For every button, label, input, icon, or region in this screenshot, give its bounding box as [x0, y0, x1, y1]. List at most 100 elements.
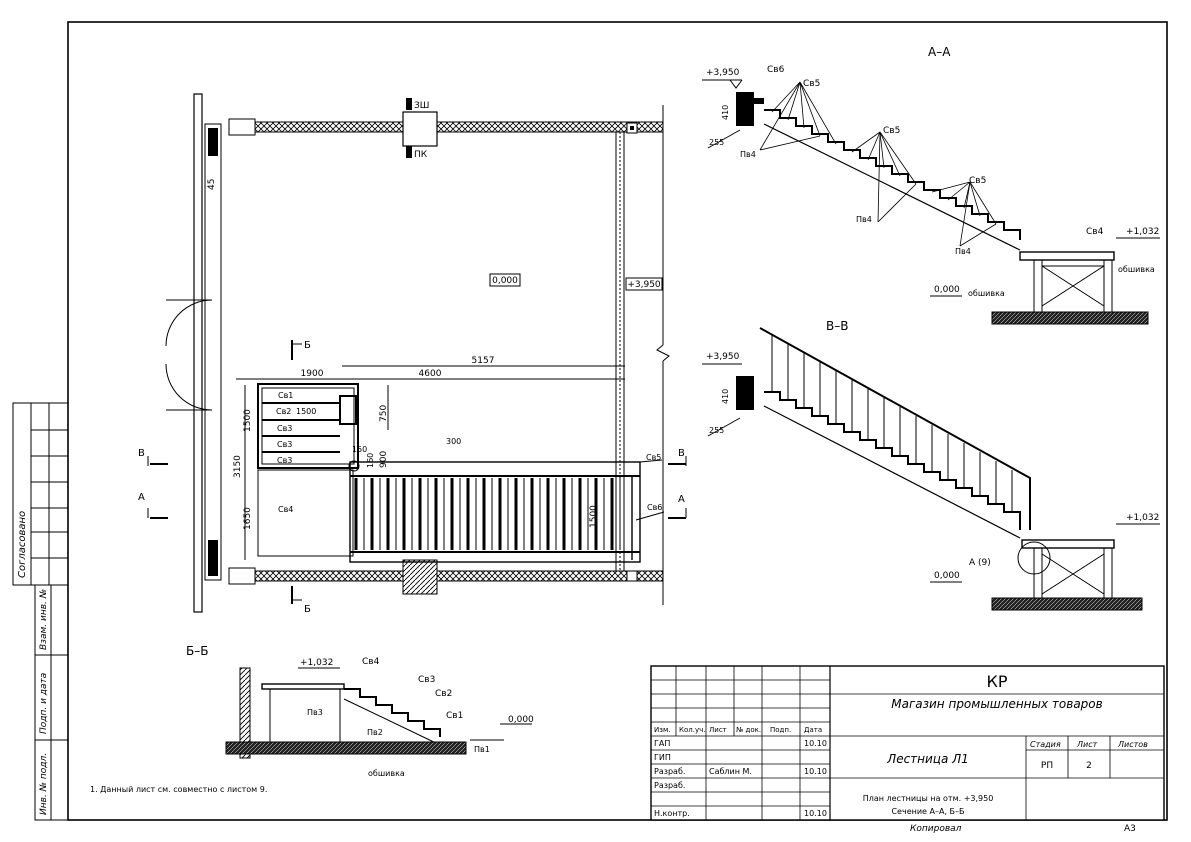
bb-se1: Св1 [446, 711, 463, 721]
row3-date: 10.10 [804, 767, 827, 776]
stamp-project: Магазин промышленных товаров [891, 697, 1102, 711]
side-col-2: Подп. и дата [39, 673, 49, 734]
side-col-3: Инв. № подл. [39, 753, 49, 815]
vv-mark-zero: 0,000 [934, 571, 960, 581]
dim-1500-c: 1500 [589, 505, 599, 528]
bb-pe1: Пв1 [474, 745, 490, 754]
vv-dim-255: 255 [709, 426, 724, 435]
stamp-sheet-title: Лестница Л1 [886, 752, 969, 766]
aa-se4: Св4 [1086, 227, 1104, 237]
dim-1900: 1900 [301, 369, 324, 379]
section-b-b: Б–Б +1,032 Св4 Св3 Св2 Св1 Пв3 Пв2 Пв1 0… [186, 644, 534, 778]
aa-cladding-b: обшивка [1118, 265, 1155, 274]
bb-pe3: Пв3 [307, 708, 323, 717]
stamp-stage-header: Стадия [1030, 740, 1061, 749]
hdr-doc: № док. [736, 726, 761, 734]
cut-a-right: А [678, 494, 685, 505]
vv-detail: А (9) [969, 558, 991, 568]
dim-160: 160 [366, 453, 375, 468]
vv-mark-top: +3,950 [706, 352, 740, 362]
tag-top-1: ЗШ [414, 101, 429, 111]
cut-v-right: В [678, 448, 685, 459]
bb-se4: Св4 [362, 657, 380, 667]
aa-se5-a: Св5 [803, 79, 820, 89]
bb-se2: Св2 [435, 689, 452, 699]
bb-mark-mid: +1,032 [300, 658, 333, 668]
row5-date: 10.10 [804, 809, 827, 818]
cut-v-left: В [138, 448, 145, 459]
stamp-code: КР [986, 672, 1007, 691]
stamp-content-1: План лестницы на отм. +3,950 [863, 794, 994, 803]
plan-se3-b: Св3 [277, 440, 292, 449]
section-a-a: А–А +3,950 Св6 410 255 Св5 Св5 Св5 Пв4 П… [702, 45, 1160, 325]
aa-pe4-b: Пв4 [856, 215, 872, 224]
hdr-kol: Кол.уч. [679, 726, 705, 734]
section-v-v-title: В–В [826, 319, 848, 333]
bb-pe2: Пв2 [367, 728, 383, 737]
dim-1500-a: 1500 [243, 409, 253, 432]
side-col-1: Взам. инв. № [39, 589, 49, 650]
title-block: Изм. Кол.уч. Лист № док. Подп. Дата ГАП … [650, 665, 1165, 821]
cut-a-left: А [138, 492, 145, 503]
aa-se5-c: Св5 [969, 176, 986, 186]
copied-label: Копировал [910, 824, 962, 834]
plan-se2: Св2 [276, 407, 291, 416]
dim-900: 900 [379, 451, 389, 468]
plan-level-top: +3,950 [627, 280, 661, 290]
section-b-b-title: Б–Б [186, 644, 208, 658]
dim-1500-b: 1500 [296, 407, 316, 416]
format-label: А3 [1124, 824, 1136, 834]
aa-pe4-a: Пв4 [740, 150, 756, 159]
dim-3150: 3150 [233, 455, 243, 478]
dim-45: 45 [207, 179, 217, 190]
plan-se3-c: Св3 [277, 456, 292, 465]
bb-cladding: обшивка [368, 769, 405, 778]
plan-se6: Св6 [647, 503, 662, 512]
plan-se5: Св5 [646, 453, 661, 462]
hdr-date: Дата [804, 726, 822, 734]
plan-level-zero: 0,000 [492, 276, 518, 286]
cut-b-bottom: Б [304, 604, 311, 615]
cut-b-top: Б [304, 340, 311, 351]
aa-se5-b: Св5 [883, 126, 900, 136]
bb-mark-zero: 0,000 [508, 715, 534, 725]
aa-dim-410: 410 [721, 105, 730, 120]
dim-5157: 5157 [472, 356, 495, 366]
row3-role: Разраб. [654, 767, 685, 776]
bb-se3: Св3 [418, 675, 435, 685]
aa-cladding-a: обшивка [968, 289, 1005, 298]
section-v-v: В–В +3,950 410 255 А (9) +1,032 0,000 [702, 319, 1160, 611]
row5-role: Н.контр. [654, 809, 690, 818]
plan-se3-a: Св3 [277, 424, 292, 433]
row4-role: Разраб. [654, 781, 685, 790]
dim-300: 300 [446, 437, 461, 446]
vv-mark-mid: +1,032 [1126, 513, 1159, 523]
row1-role: ГАП [654, 739, 670, 748]
hdr-podp: Подп. [770, 726, 791, 734]
row2-role: ГИП [654, 753, 671, 762]
dim-4600: 4600 [419, 369, 442, 379]
agreed-label: Согласовано [17, 511, 28, 578]
general-note: 1. Данный лист см. совместно с листом 9. [90, 785, 267, 794]
stamp-content-2: Сечение А–А, Б–Б [891, 807, 964, 816]
plan-se4: Св4 [278, 505, 293, 514]
hdr-list: Лист [709, 726, 727, 734]
aa-pe4-c: Пв4 [955, 247, 971, 256]
aa-mark-top: +3,950 [706, 68, 740, 78]
plan-se1: Св1 [278, 391, 293, 400]
side-stamp: Согласовано Взам. инв. № Подп. и дата Ин… [12, 402, 69, 821]
aa-dim-255: 255 [709, 138, 724, 147]
row3-name: Саблин М. [709, 767, 752, 776]
section-a-a-title: А–А [928, 45, 951, 59]
vv-dim-410: 410 [721, 389, 730, 404]
hdr-izm: Изм. [654, 726, 670, 734]
tag-top-2: ПК [414, 150, 428, 160]
stair-plan: 45 ЗШ ПК 0,000 +3,950 5157 4600 [138, 93, 687, 615]
dim-750: 750 [379, 405, 389, 422]
row1-date: 10.10 [804, 739, 827, 748]
aa-se6: Св6 [767, 65, 785, 75]
stamp-sheet-header: Лист [1076, 740, 1098, 749]
dim-150: 150 [352, 445, 367, 454]
aa-mark-mid: +1,032 [1126, 227, 1159, 237]
